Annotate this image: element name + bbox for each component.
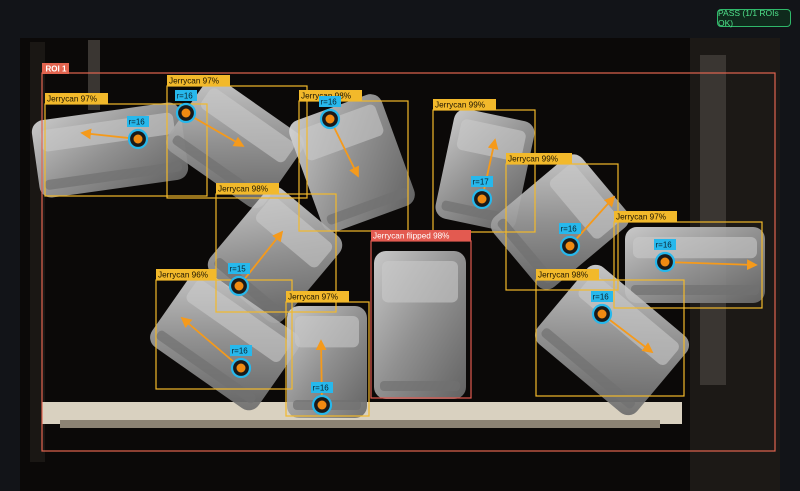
roi-rectangle [41,72,776,452]
detection-label-tag [156,269,216,280]
status-badge: PASS (1/1 ROIs OK) [717,8,791,28]
cap-center-dot [234,281,244,291]
detection-box [613,221,763,309]
radius-tag [127,116,149,127]
cap-center-dot [317,400,327,410]
detection-label-tag [167,75,230,86]
detection-label: Jerrycan 97% [47,95,97,104]
detection-label: Jerrycan flipped 98% [373,232,449,241]
detection-label-tag [536,269,599,280]
detection-box [155,279,293,390]
detection-label: Jerrycan 98% [218,185,268,194]
radius-tag [471,176,493,187]
jerrycan-image [374,251,466,399]
jerrycan-image [150,269,300,411]
cap-center-dot [597,309,607,319]
detection-label-tag [286,291,349,302]
cap-center-dot [565,241,575,251]
jerrycan-image [490,154,630,290]
detection-box [44,103,208,197]
detection-label: Jerrycan 99% [435,101,485,110]
radius-tag [654,239,676,250]
orientation-arrow [329,118,359,178]
radius-label: r=15 [230,265,247,274]
orientation-arrow [601,313,654,354]
radius-tag [230,345,252,356]
detection-box [166,85,308,199]
detection-label-tag [506,153,572,164]
orientation-arrow [315,339,327,406]
status-text: PASS (1/1 ROIs OK) [718,8,779,28]
radius-tag [559,223,581,234]
radius-tag [175,90,197,101]
cap-center-dot [133,134,143,144]
radius-label: r=16 [177,92,194,101]
cap-center-dot [325,114,335,124]
orientation-arrow [569,195,616,247]
detection-label-tag [299,90,362,101]
orientation-arrow [664,259,758,271]
cap-center-dot [236,363,246,373]
radius-tag [319,96,341,107]
detection-label: Jerrycan 97% [616,213,666,222]
detection-label: Jerrycan 97% [288,293,338,302]
detection-box [535,279,685,397]
detection-label: Jerrycan 96% [158,271,208,280]
radius-label: r=16 [129,118,146,127]
radius-label: r=16 [321,98,338,107]
radius-tag [311,382,333,393]
radius-label: r=16 [232,347,249,356]
radius-label: r=17 [473,178,490,187]
radius-label: r=16 [656,241,673,250]
radius-tag [591,291,613,302]
radius-label: r=16 [313,384,330,393]
roi-label: ROI 1 [46,65,67,74]
detection-label: Jerrycan 98% [538,271,588,280]
detection-label-tag [216,183,279,194]
detection-label-tag [433,99,496,110]
cap-center-dot [660,257,670,267]
orientation-arrow [238,230,284,287]
radius-label: r=16 [561,225,578,234]
radius-label: r=16 [593,293,610,302]
orientation-arrow [185,112,245,147]
detection-label: Jerrycan 99% [508,155,558,164]
detection-label-tag [371,230,471,241]
detection-label: Jerrycan 97% [169,77,219,86]
cap-center-dot [477,194,487,204]
radius-tag [228,263,250,274]
jerrycan-image [31,102,189,198]
detection-label-tag [45,93,108,104]
orientation-arrow [180,316,242,369]
roi-label-tag [42,63,69,74]
detection-label-tag [614,211,677,222]
cap-center-dot [181,108,191,118]
